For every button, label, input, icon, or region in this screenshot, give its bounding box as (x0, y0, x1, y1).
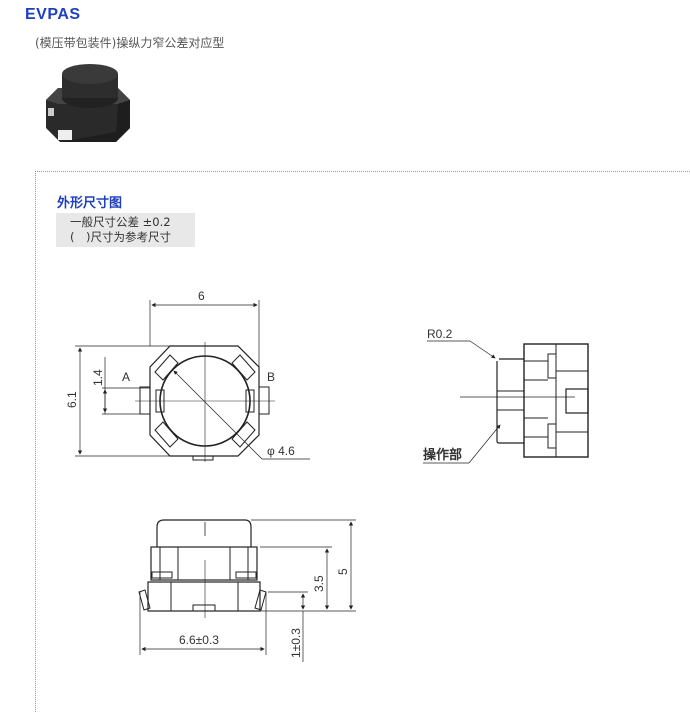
section-heading: 外形尺寸图 (57, 196, 123, 211)
lead-span-dim: 6.6±0.3 (179, 633, 219, 647)
tolerance-note: 一般尺寸公差 ±0.2 ( )尺寸为参考尺寸 (56, 213, 195, 247)
top-view: 6 6.1 1.4 A B φ 4.6 (65, 289, 310, 462)
width-dim: 6 (198, 289, 205, 303)
terminal-pitch-dim: 1.4 (91, 369, 105, 386)
terminal-b-label: B (267, 370, 275, 384)
terminal-a-label: A (122, 370, 130, 384)
radius-label: R0.2 (427, 327, 453, 341)
side-view: R0.2 操作部 (423, 327, 589, 464)
body-height-dim: 3.5 (312, 575, 326, 592)
note-general-tolerance: 一般尺寸公差 ±0.2 (70, 215, 171, 229)
dimension-panel (35, 171, 690, 712)
height-dim: 6.1 (65, 391, 79, 408)
actuator-label: 操作部 (423, 447, 462, 462)
front-view: 5 3.5 1±0.3 6.6±0.3 (138, 519, 356, 662)
lead-height-dim: 1±0.3 (289, 628, 303, 658)
diameter-dim: φ 4.6 (267, 444, 295, 458)
dimension-drawing: 6 6.1 1.4 A B φ 4.6 R0.2 (65, 289, 589, 662)
product-photo (46, 64, 130, 142)
note-reference-dimension: ( )尺寸为参考尺寸 (70, 230, 171, 244)
total-height-dim: 5 (336, 568, 350, 575)
product-title: EVPAS (25, 6, 81, 23)
product-subtitle: (模压带包装件)操纵力窄公差对应型 (35, 36, 225, 50)
